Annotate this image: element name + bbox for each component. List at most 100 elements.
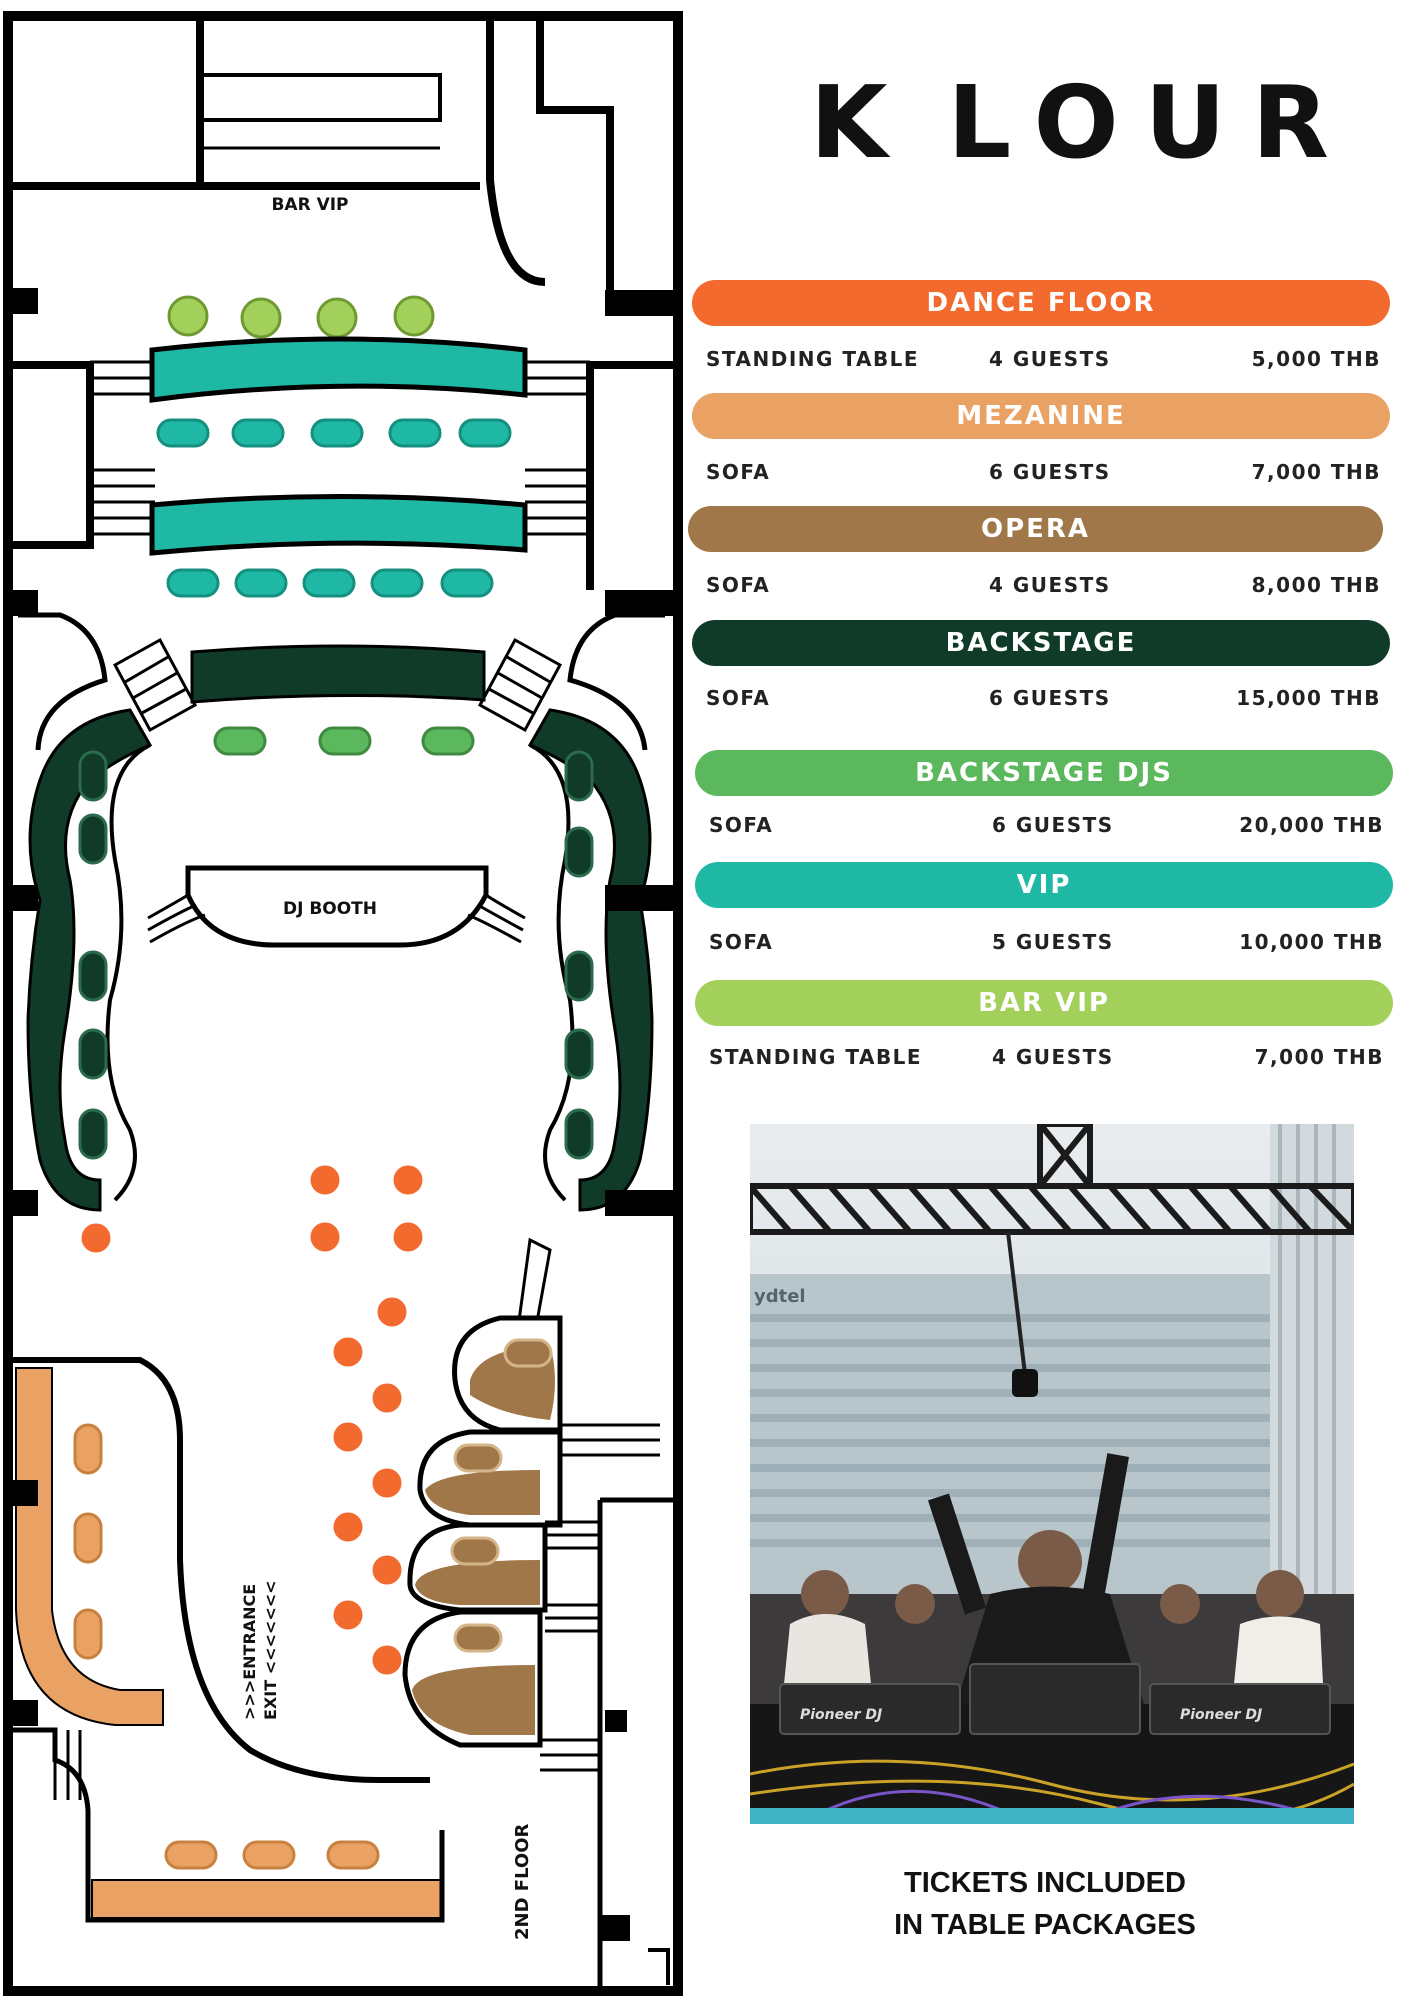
backstage-dj-table[interactable] — [318, 726, 372, 756]
dance-floor-table[interactable] — [330, 1509, 366, 1545]
backstage-table[interactable] — [78, 1108, 108, 1160]
zone-row-opera: SOFA 4 GUESTS 8,000 THB — [706, 573, 1381, 599]
dj-booth-stair-left — [147, 893, 189, 920]
deck-brand-right: Pioneer DJ — [1180, 1707, 1262, 1723]
bar-vip-table[interactable] — [316, 297, 358, 339]
backstage-table[interactable] — [564, 950, 594, 1002]
backstage-sofa-left[interactable] — [26, 708, 153, 1212]
backstage-table[interactable] — [78, 813, 108, 865]
bar-vip-table[interactable] — [393, 295, 435, 337]
vip-table[interactable] — [458, 418, 512, 448]
mezanine-table[interactable] — [73, 1608, 103, 1660]
vip-table[interactable] — [310, 418, 364, 448]
backstage-corner-left — [18, 612, 108, 751]
backstage-dj-tables — [213, 726, 475, 756]
dance-floor-table[interactable] — [369, 1380, 405, 1416]
backstage-corner-right — [567, 612, 665, 751]
zone-row-vip: SOFA 5 GUESTS 10,000 THB — [709, 930, 1384, 956]
dance-floor-table[interactable] — [390, 1219, 426, 1255]
dj-booth-stair-right — [467, 893, 526, 944]
building-sign: ydtel — [754, 1286, 806, 1307]
opera-sofa[interactable] — [415, 1560, 540, 1605]
pillar — [605, 590, 675, 616]
dance-floor-table[interactable] — [307, 1219, 343, 1255]
vip-table[interactable] — [388, 418, 442, 448]
brand-letter-k: K — [810, 63, 888, 181]
table-type: SOFA — [706, 460, 771, 484]
exit-label: EXIT <<<<<<< — [261, 1580, 280, 1720]
opera-stairs — [540, 1423, 660, 1772]
backstage-sofa-right[interactable] — [527, 708, 654, 1212]
opera-table[interactable] — [450, 1536, 500, 1566]
vip-table[interactable] — [302, 568, 356, 598]
mezanine-table[interactable] — [73, 1512, 103, 1564]
backstage-table[interactable] — [564, 1108, 594, 1160]
pillar — [605, 885, 675, 911]
dj-booth-stair-left-lines — [147, 903, 206, 944]
dance-floor-table[interactable] — [369, 1642, 405, 1678]
guest-count: 6 GUESTS — [992, 813, 1114, 837]
opera-table[interactable] — [453, 1623, 503, 1653]
opera-table[interactable] — [453, 1443, 503, 1473]
backstage-dj-table[interactable] — [421, 726, 475, 756]
opera-boxes — [402, 1315, 563, 1748]
dance-floor-table[interactable] — [330, 1597, 366, 1633]
dance-floor-table[interactable] — [330, 1419, 366, 1455]
backstage-stairs-left — [112, 637, 198, 733]
vip-left-wall — [10, 361, 94, 549]
dance-floor-table[interactable] — [369, 1465, 405, 1501]
dance-floor-table[interactable] — [330, 1334, 366, 1370]
stairwell-wall — [597, 1497, 676, 1990]
backstage-table[interactable] — [78, 750, 108, 802]
footer-line-2: IN TABLE PACKAGES — [894, 1909, 1196, 1941]
backstage-tables — [78, 750, 594, 1160]
backstage-table[interactable] — [78, 1028, 108, 1080]
dance-floor-table[interactable] — [369, 1552, 405, 1588]
mezanine-sofa-left[interactable] — [15, 1367, 164, 1726]
vip-table[interactable] — [166, 568, 220, 598]
price: 20,000 THB — [1239, 813, 1384, 837]
outer-wall — [3, 11, 683, 1996]
vip-table[interactable] — [234, 568, 288, 598]
guest-count: 4 GUESTS — [992, 1045, 1114, 1069]
dance-floor-table[interactable] — [390, 1162, 426, 1198]
opera-table[interactable] — [503, 1338, 553, 1368]
vip-table[interactable] — [231, 418, 285, 448]
opera-sofa[interactable] — [412, 1665, 535, 1735]
event-photo: ydtel — [750, 1124, 1354, 1824]
backstage-table[interactable] — [564, 750, 594, 802]
backstage-sofa-top[interactable] — [190, 644, 486, 704]
backstage-table[interactable] — [564, 1028, 594, 1080]
dance-floor-table[interactable] — [374, 1294, 410, 1330]
lower-stairs — [53, 1730, 82, 1800]
mezanine-table[interactable] — [73, 1423, 103, 1475]
mezanine-sofa-bottom[interactable] — [91, 1879, 443, 1919]
vip-table[interactable] — [440, 568, 494, 598]
price: 15,000 THB — [1236, 686, 1381, 710]
vip-sofa[interactable] — [149, 336, 528, 403]
pillar — [8, 1480, 38, 1506]
mezanine-table[interactable] — [326, 1840, 380, 1870]
vip-table[interactable] — [370, 568, 424, 598]
backstage-table[interactable] — [564, 826, 594, 878]
guest-count: 6 GUESTS — [989, 686, 1111, 710]
pillar — [8, 1190, 38, 1216]
mezanine-table[interactable] — [242, 1840, 296, 1870]
dance-floor-table[interactable] — [78, 1220, 114, 1256]
vip-sofa[interactable] — [149, 494, 528, 556]
mezanine-table[interactable] — [164, 1840, 218, 1870]
floor-plan-map: BAR VIP DJ BOOTH >>>ENTRANCE EXIT <<<<<<… — [3, 11, 683, 1996]
bar-vip-counter — [198, 16, 442, 122]
opera-sofa[interactable] — [425, 1470, 540, 1515]
zone-header-dance-floor: DANCE FLOOR — [692, 280, 1390, 326]
price: 7,000 THB — [1251, 460, 1381, 484]
bar-vip-table[interactable] — [167, 295, 209, 337]
zone-header-backstage-djs: BACKSTAGE DJS — [695, 750, 1393, 796]
dance-floor-table[interactable] — [307, 1162, 343, 1198]
backstage-table[interactable] — [78, 950, 108, 1002]
vip-stairs-left — [90, 360, 155, 536]
vip-table[interactable] — [156, 418, 210, 448]
bar-vip-table[interactable] — [240, 297, 282, 339]
backstage-dj-table[interactable] — [213, 726, 267, 756]
guest-count: 5 GUESTS — [992, 930, 1114, 954]
